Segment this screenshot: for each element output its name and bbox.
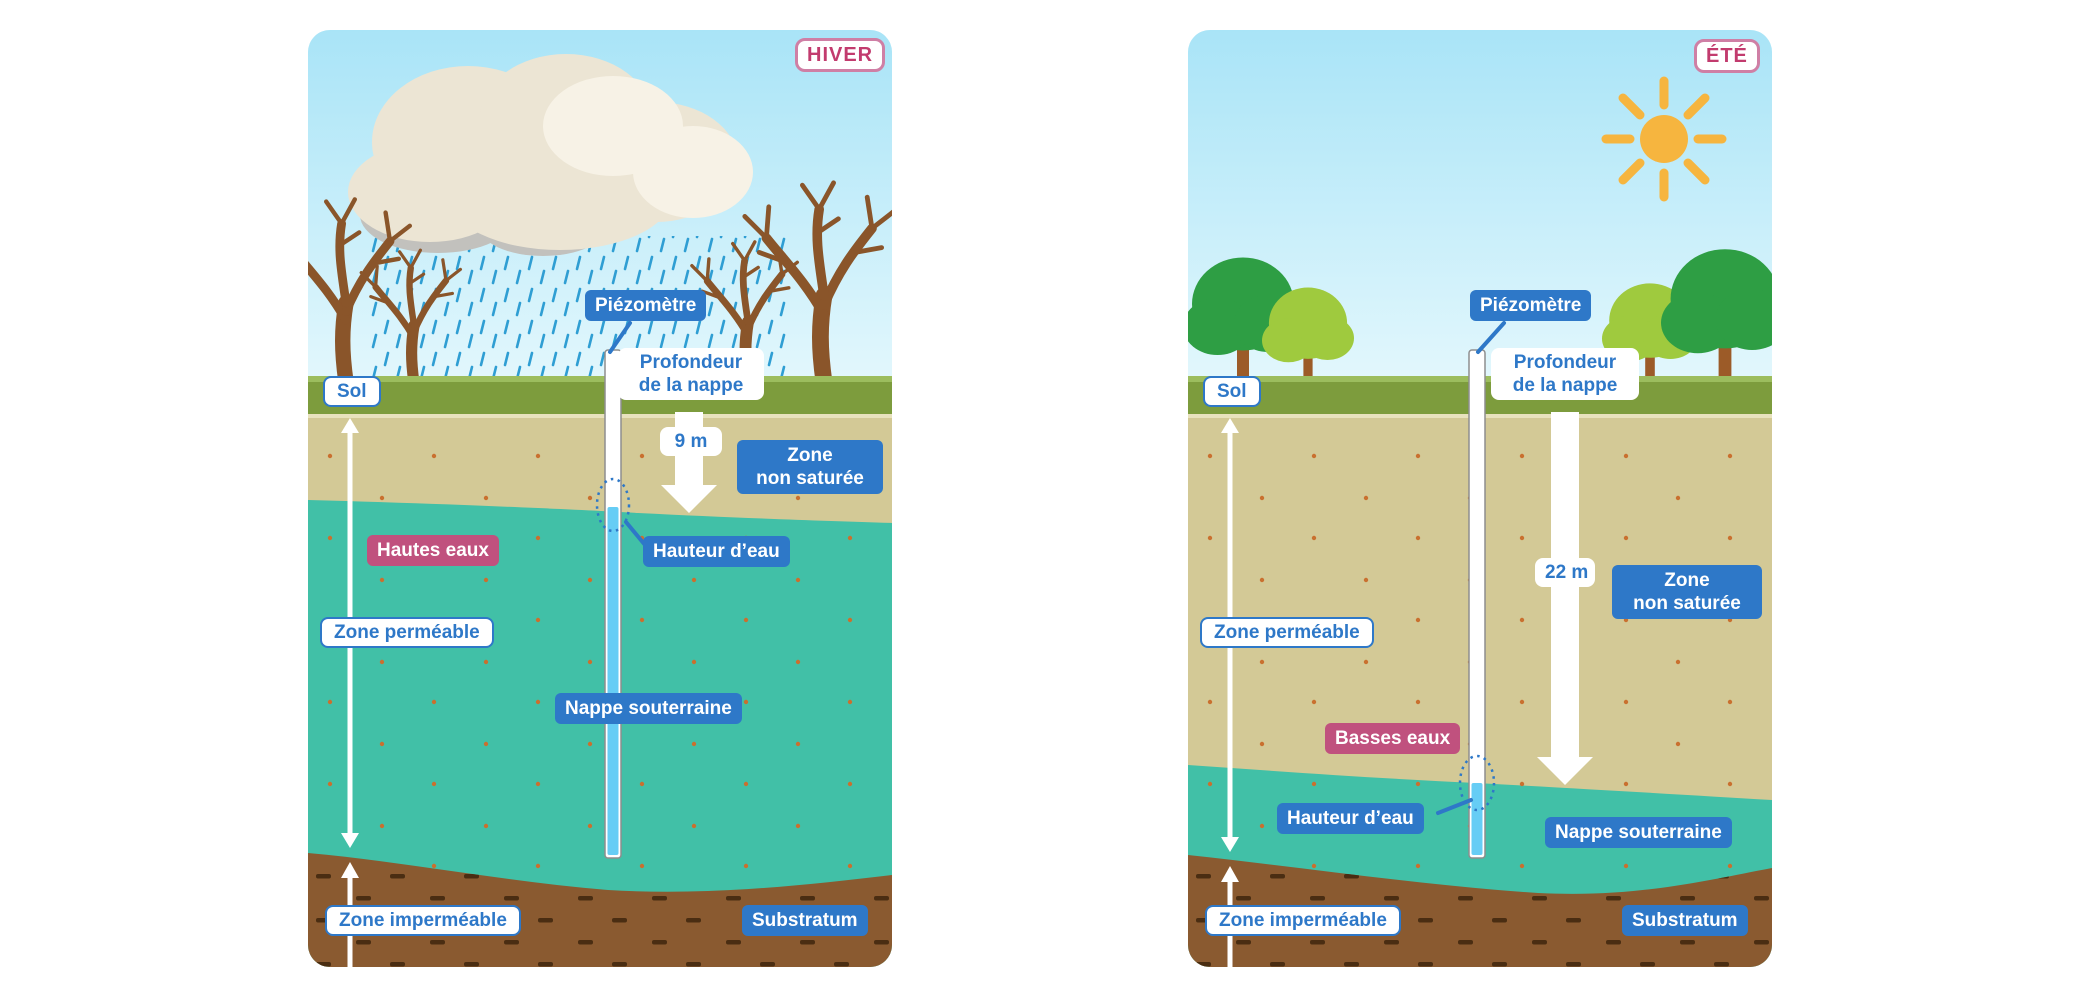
depth-arrow (1537, 412, 1593, 785)
piezometre-pointer (608, 321, 632, 354)
substratum-dashes (308, 853, 892, 967)
nappe-souterraine-label: Nappe souterraine (1545, 817, 1732, 849)
piezometer-pipe (595, 349, 631, 859)
sol-label: Sol (323, 376, 381, 408)
water-level-marker (595, 477, 631, 533)
piezometre-pointer (1476, 321, 1506, 354)
season-badge: HIVER (795, 38, 886, 73)
profondeur-line2: de la nappe (1512, 375, 1618, 397)
soil-speckles (308, 420, 892, 888)
sun (1601, 76, 1727, 202)
winter-scene (308, 30, 892, 967)
zone-non-saturee-line1: Zone (787, 445, 833, 466)
zone-permeable-label: Zone perméable (320, 617, 494, 649)
hauteur-eau-pointer (624, 520, 647, 547)
soil-top-line (308, 414, 892, 418)
depth-value-label: 22 m (1535, 558, 1595, 588)
nappe-souterraine-label: Nappe souterraine (555, 693, 742, 725)
profondeur-line2: de la nappe (638, 375, 744, 397)
grass-highlight (308, 376, 892, 382)
sol-label: Sol (1203, 376, 1261, 408)
pipe-water-column (1471, 783, 1483, 855)
zone-permeable-label: Zone perméable (1200, 617, 1374, 649)
profondeur-line1: Profondeur (639, 352, 743, 373)
hauteur-eau-label: Hauteur d’eau (643, 536, 790, 568)
hauteur-eau-label: Hauteur d’eau (1277, 803, 1424, 835)
substratum-label: Substratum (742, 905, 868, 937)
zone-non-saturee-line2: non saturée (756, 468, 864, 490)
substratum-label: Substratum (1622, 905, 1748, 937)
rain-cloud (348, 54, 753, 256)
profondeur-label: Profondeur de la nappe (1491, 348, 1639, 401)
zone-non-saturee-label: Zone non saturée (1612, 565, 1762, 620)
grass-band (308, 376, 892, 416)
piezometre-label: Piézomètre (1470, 290, 1592, 322)
zone-impermeable-label: Zone imperméable (325, 905, 521, 937)
panel-ete: ÉTÉ Sol Piézomètre Profondeur de la napp… (1188, 30, 1772, 967)
zone-non-saturee-line2: non saturée (1633, 593, 1741, 615)
piezometer-pipe (1458, 349, 1496, 859)
piezometre-label: Piézomètre (585, 290, 707, 322)
substratum-dashes (1188, 855, 1772, 967)
profondeur-line1: Profondeur (1513, 352, 1617, 373)
hautes-eaux-label: Hautes eaux (367, 535, 499, 567)
panel-hiver: HIVER Sol Piézomètre Profondeur de la na… (308, 30, 892, 967)
zone-non-saturee-label: Zone non saturée (737, 440, 883, 495)
pipe-water-column (607, 507, 619, 855)
zone-impermeable-label: Zone imperméable (1205, 905, 1401, 937)
zone-non-saturee-line1: Zone (1664, 570, 1710, 591)
depth-value-label: 9 m (660, 427, 722, 457)
basses-eaux-label: Basses eaux (1325, 723, 1461, 755)
profondeur-label: Profondeur de la nappe (618, 348, 764, 401)
hauteur-eau-pointer (1436, 798, 1473, 815)
season-badge: ÉTÉ (1694, 39, 1760, 74)
water-level-marker (1458, 754, 1496, 812)
